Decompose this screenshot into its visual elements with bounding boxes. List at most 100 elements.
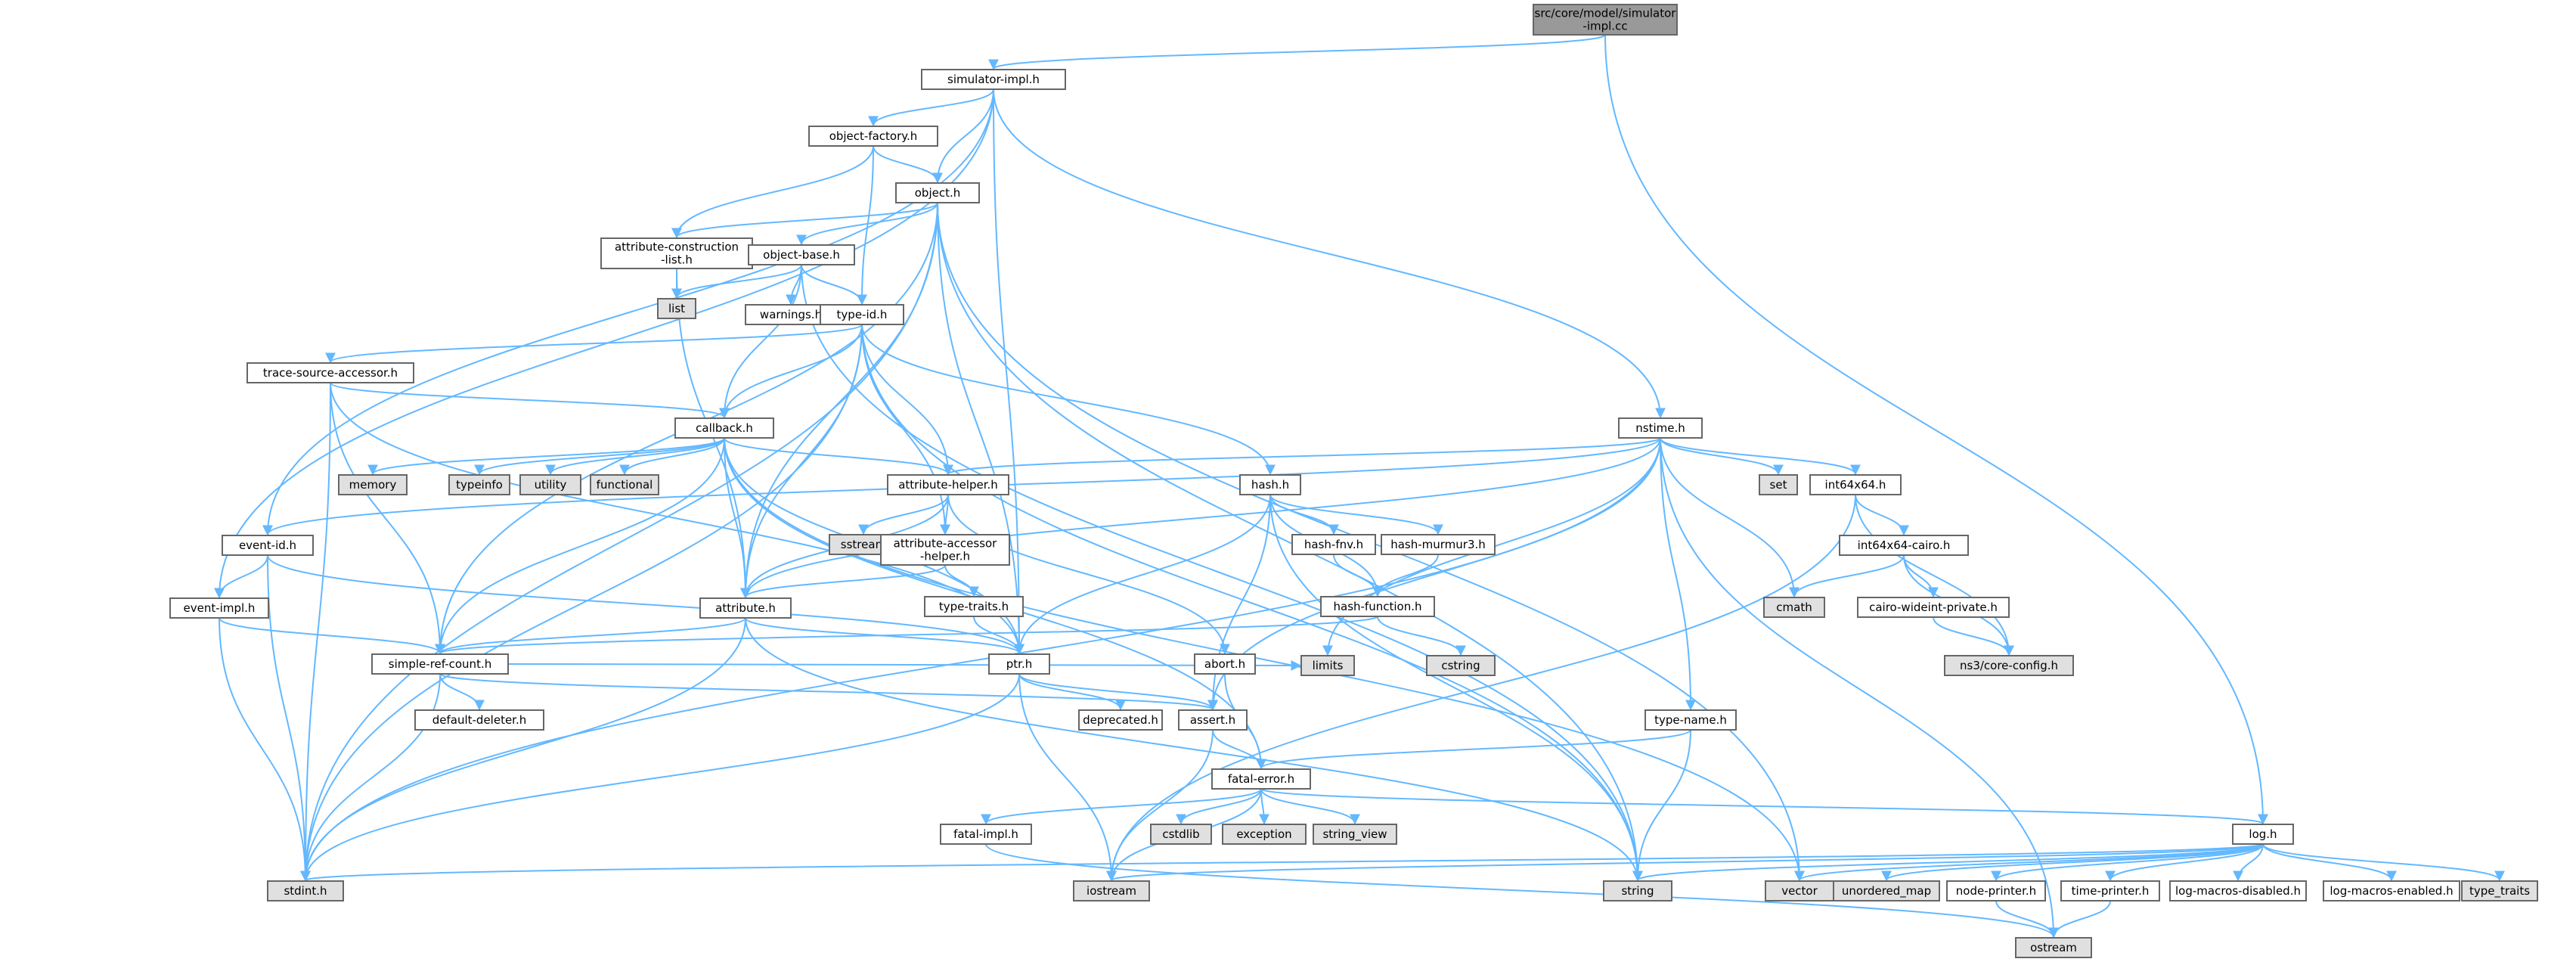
node-box-objfactory [808, 126, 938, 147]
edge-hashfn-to-src [435, 616, 1378, 655]
node-label-attribute: attribute.h [715, 601, 776, 615]
node-eventimpl[interactable]: event-impl.h [169, 597, 269, 619]
node-box-ptr [988, 653, 1050, 675]
node-defdel[interactable]: default-deleter.h [414, 709, 544, 731]
node-attrhelper[interactable]: attribute-helper.h [887, 474, 1009, 495]
edge-fatalimpl-to-ostream [985, 843, 2059, 939]
node-callback[interactable]: callback.h [674, 417, 774, 439]
node-cairowide[interactable]: cairo-wideint-private.h [1857, 597, 2010, 618]
node-label-hashmm: hash-murmur3.h [1390, 538, 1486, 551]
edge-object-to-ptr [937, 202, 1025, 655]
node-label-stdint: stdint.h [284, 884, 327, 898]
node-box-object [895, 182, 980, 203]
node-log[interactable]: log.h [2232, 824, 2294, 845]
node-box-string_view [1313, 824, 1397, 845]
node-root[interactable]: src/core/model/simulator-impl.cc [1533, 4, 1678, 36]
edge-int64cairo-to-cmath [1789, 554, 1905, 598]
node-box-attrcons [600, 237, 753, 269]
node-box-fatalerror [1211, 768, 1311, 790]
node-label-functional: functional [597, 478, 653, 492]
node-label-vector: vector [1781, 884, 1818, 898]
node-label-fatalerror: fatal-error.h [1228, 772, 1294, 786]
node-label-nstime: nstime.h [1635, 421, 1685, 435]
node-vector: vector [1765, 880, 1834, 901]
node-ptr[interactable]: ptr.h [988, 653, 1050, 675]
edge-int64-to-iostream [1106, 494, 1856, 882]
edge-ptr-to-stdint [300, 673, 1020, 882]
node-label-abort: abort.h [1204, 657, 1245, 671]
node-box-logen [2323, 880, 2460, 901]
node-timeprinter[interactable]: time-printer.h [2060, 880, 2160, 901]
edge-nstime-to-cmath [1660, 437, 1799, 598]
node-objbase[interactable]: object-base.h [748, 244, 855, 265]
node-label-log: log.h [2249, 827, 2277, 841]
edge-tsa-to-stdint [300, 382, 331, 882]
edge-fatalerror-to-string_view [1260, 788, 1360, 825]
edge-log-to-umap [1881, 843, 2264, 882]
node-attracc[interactable]: attribute-accessor-helper.h [880, 534, 1010, 566]
node-label-typeid: type-id.h [837, 308, 888, 321]
node-hash[interactable]: hash.h [1239, 474, 1301, 495]
node-src[interactable]: simple-ref-count.h [371, 653, 509, 675]
node-label-limits: limits [1313, 659, 1344, 672]
node-box-cmath [1763, 597, 1825, 618]
node-attrcons[interactable]: attribute-construction-list.h [600, 237, 753, 269]
node-label-deprecated: deprecated.h [1083, 713, 1158, 727]
node-box-typename [1644, 709, 1737, 731]
node-label-logen: log-macros-enabled.h [2330, 884, 2453, 898]
edge-nodeprinter-to-ostream [1995, 900, 2059, 939]
node-label-eventimpl: event-impl.h [184, 601, 256, 615]
node-logen[interactable]: log-macros-enabled.h [2323, 880, 2460, 901]
node-box-timeprinter [2060, 880, 2160, 901]
node-typename[interactable]: type-name.h [1644, 709, 1737, 731]
edge-attracc-to-typetraitsh [944, 564, 979, 597]
edge-nstime-to-int64 [1660, 437, 1861, 476]
node-nodeprinter[interactable]: node-printer.h [1946, 880, 2046, 901]
node-deprecated[interactable]: deprecated.h [1078, 709, 1163, 731]
node-label-utility: utility [535, 478, 567, 492]
node-box-assert [1178, 709, 1248, 731]
node-logdis[interactable]: log-macros-disabled.h [2169, 880, 2307, 901]
edge-object-to-string [937, 202, 1643, 882]
node-memory: memory [338, 474, 408, 495]
node-assert[interactable]: assert.h [1178, 709, 1248, 731]
node-box-list [657, 298, 696, 319]
node-box-coreconfig [1944, 655, 2074, 676]
node-hashfn[interactable]: hash-function.h [1320, 596, 1435, 617]
node-box-callback [674, 417, 774, 439]
node-typetraitsh[interactable]: type-traits.h [924, 596, 1024, 617]
edge-ptr-to-assert [1018, 673, 1218, 711]
edge-attribute-to-string [745, 617, 1643, 882]
node-tsa[interactable]: trace-source-accessor.h [246, 362, 414, 383]
node-objfactory[interactable]: object-factory.h [808, 126, 938, 147]
node-nstime[interactable]: nstime.h [1618, 417, 1703, 439]
node-simimpl[interactable]: simulator-impl.h [921, 69, 1066, 90]
node-eventid[interactable]: event-id.h [222, 535, 314, 556]
node-label-typename: type-name.h [1654, 713, 1727, 727]
node-fatalimpl[interactable]: fatal-impl.h [940, 824, 1032, 845]
node-typeid[interactable]: type-id.h [820, 304, 904, 325]
node-limits: limits [1300, 655, 1355, 676]
node-int64cairo[interactable]: int64x64-cairo.h [1839, 535, 1969, 556]
edge-hash-to-ptr [1014, 494, 1271, 655]
node-abort[interactable]: abort.h [1194, 653, 1256, 675]
node-set: set [1759, 474, 1798, 495]
node-box-umap [1833, 880, 1940, 901]
edge-callback-to-typeinfo [474, 437, 725, 476]
edge-nstime-to-set [1660, 437, 1784, 476]
edge-tsa-to-src [330, 382, 445, 655]
node-label-objfactory: object-factory.h [829, 129, 918, 143]
node-hashmm[interactable]: hash-murmur3.h [1381, 534, 1496, 555]
node-fatalerror[interactable]: fatal-error.h [1211, 768, 1311, 790]
node-hashfnv[interactable]: hash-fnv.h [1291, 534, 1376, 555]
node-label-eventid: event-id.h [239, 538, 296, 552]
node-label-defdel: default-deleter.h [432, 713, 527, 727]
node-attribute[interactable]: attribute.h [699, 597, 792, 619]
node-int64[interactable]: int64x64.h [1809, 474, 1902, 495]
node-label-assert: assert.h [1190, 713, 1235, 727]
file-nodes: src/core/model/simulator-impl.cc simulato… [169, 4, 2538, 958]
edge-eventid-to-ptr [267, 554, 1025, 655]
node-label-list: list [668, 302, 685, 315]
edge-callback-to-src [435, 437, 725, 655]
node-object[interactable]: object.h [895, 182, 980, 203]
